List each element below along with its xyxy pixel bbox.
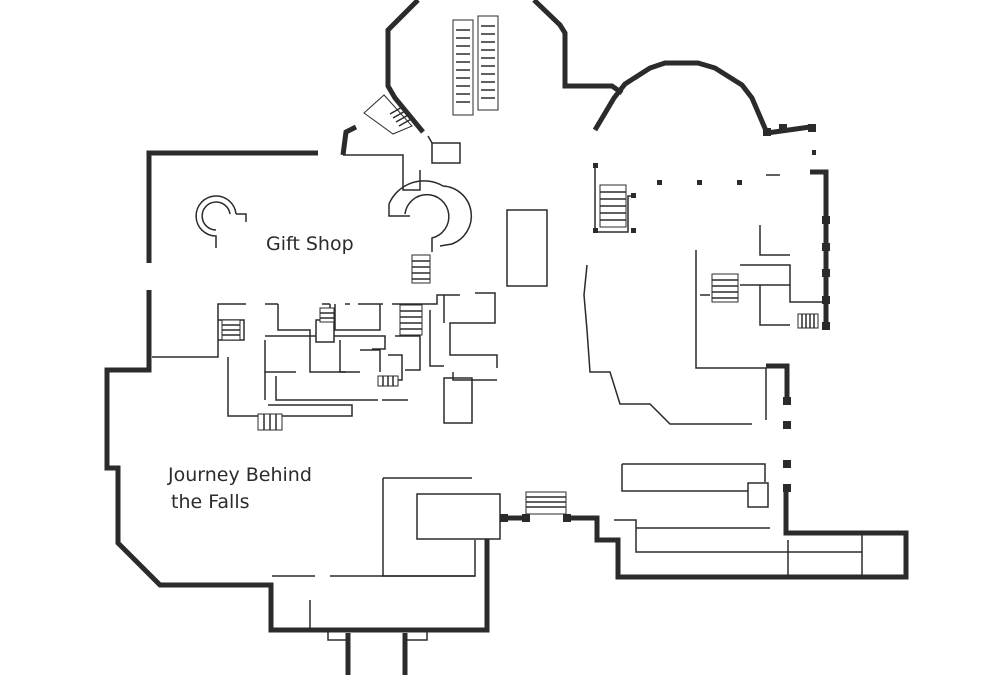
- stair-icon: [711, 273, 739, 303]
- gift-shop-north-wall: [146, 150, 318, 263]
- kiosk: [431, 142, 461, 164]
- pillar-icon: [783, 421, 791, 429]
- stair-icon: [363, 94, 414, 135]
- pillars: [500, 124, 830, 522]
- gift-shop-label: Gift Shop: [266, 233, 354, 255]
- pillar-icon: [563, 514, 571, 522]
- pillar-icon: [783, 397, 791, 405]
- spiral-stair-icon: [388, 180, 473, 252]
- pillar-icon: [697, 180, 702, 185]
- southeast-outer-wall: [565, 486, 909, 580]
- pillar-icon: [522, 514, 530, 522]
- journey-label-line1: Journey Behind: [168, 464, 312, 486]
- pillar-icon: [822, 296, 830, 304]
- stair-icon: [377, 375, 399, 387]
- stair-icon: [525, 491, 567, 515]
- journey-label-line2: the Falls: [171, 491, 250, 513]
- gift-shop-interior: [195, 180, 548, 287]
- stair-icon: [797, 313, 819, 329]
- pillar-icon: [822, 269, 830, 277]
- north-octagon-west-wall: [385, 0, 425, 134]
- service-room: [315, 319, 335, 343]
- stair-icon: [319, 307, 335, 323]
- east-interior: [583, 168, 863, 577]
- stair-icon: [599, 184, 627, 228]
- pillar-icon: [822, 322, 830, 330]
- service-core: [152, 292, 498, 431]
- ticket-room: [416, 493, 501, 540]
- pillar-icon: [657, 180, 662, 185]
- spiral-stair-icon: [195, 195, 247, 248]
- stair-icon: [399, 304, 423, 336]
- north-octagon-wall: [340, 124, 358, 156]
- west-outer-wall: [104, 290, 502, 633]
- journey-behind-the-falls-label: Journey Behind the Falls: [168, 462, 312, 516]
- pillar-icon: [808, 124, 816, 132]
- stair-icon: [411, 254, 431, 284]
- octagon-partition: [343, 135, 433, 191]
- south-corridor-notch: [327, 630, 428, 641]
- pillar-icon: [779, 124, 787, 132]
- display-platform: [506, 209, 548, 287]
- booth: [747, 482, 769, 508]
- stair-icon: [257, 413, 283, 431]
- escalator-icon: [452, 15, 499, 116]
- east-lower-wall: [766, 363, 790, 400]
- pillar-icon: [763, 128, 771, 136]
- pillar-icon: [822, 216, 830, 224]
- stair-icon: [221, 319, 241, 341]
- pillar-icon: [631, 228, 636, 233]
- pillar-icon: [783, 484, 791, 492]
- pillar-icon: [812, 150, 816, 155]
- rotunda-arc-wall: [592, 60, 811, 136]
- pillar-icon: [737, 180, 742, 185]
- north-octagon-east-wall: [532, 0, 624, 96]
- pillar-icon: [500, 514, 508, 522]
- north-octagon-interior: [343, 15, 499, 191]
- journey-interior: [272, 477, 567, 630]
- pillar-icon: [593, 163, 598, 168]
- pillar-icon: [783, 460, 791, 468]
- pillar-icon: [822, 243, 830, 251]
